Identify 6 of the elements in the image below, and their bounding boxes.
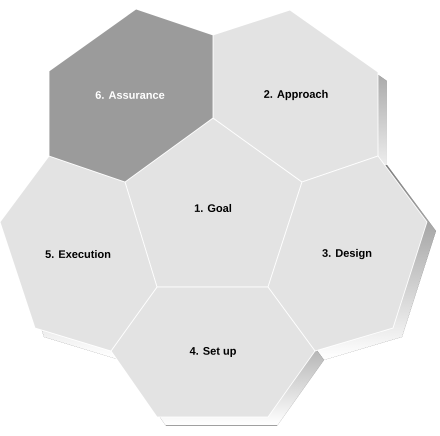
hexagon: 6. Assurance — [48, 8, 214, 182]
hexagon: 2. Approach — [212, 10, 378, 182]
hexagon: 3. Design — [268, 156, 428, 352]
hexagon: 4. Set up — [110, 286, 316, 418]
hexagon: 5. Execution — [0, 156, 158, 352]
pentagon: 1. Goal — [124, 118, 302, 288]
